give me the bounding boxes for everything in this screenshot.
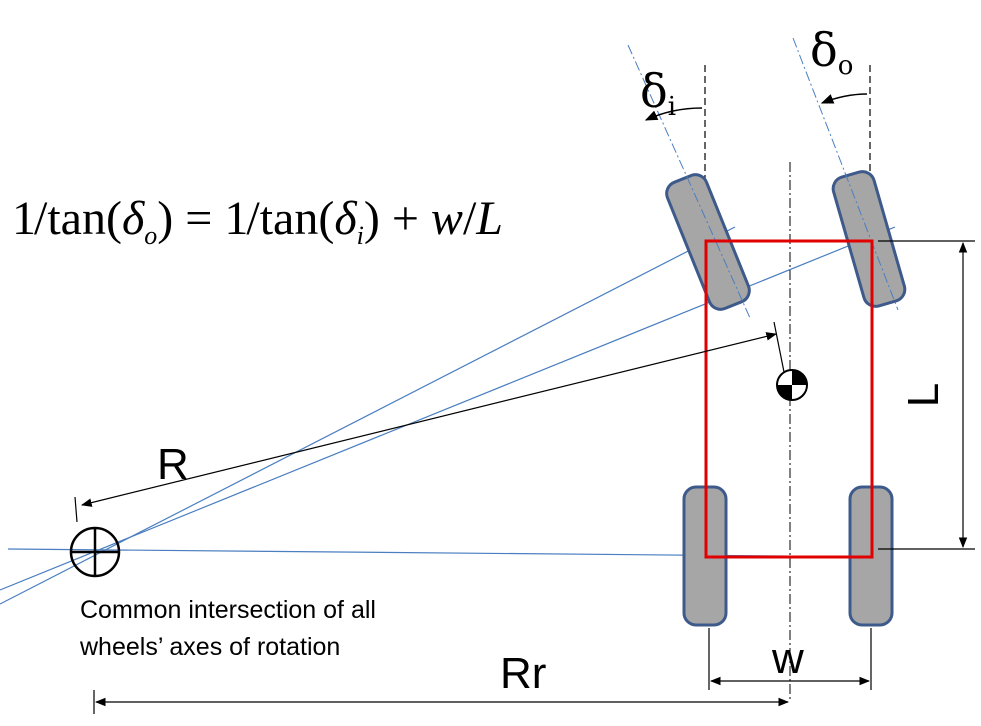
front-right-wheel xyxy=(831,170,907,308)
equation-sub-i: i xyxy=(357,221,364,250)
inner-wheel-direction-line xyxy=(627,44,751,319)
delta-i-angle-arrow xyxy=(644,107,703,121)
svg-text:1/tan(δo) = 1/tan(δi) + w/L: 1/tan(δo) = 1/tan(δi) + w/L xyxy=(12,192,503,250)
caption-line-1: Common intersection of all xyxy=(80,596,376,624)
delta-i-label: δi xyxy=(640,64,676,122)
turn-radius-dimension xyxy=(74,321,785,523)
track-width-label: w xyxy=(771,634,804,683)
equation-delta-right: δ xyxy=(334,192,357,245)
equation-tan-left: tan( xyxy=(47,192,122,245)
outer-wheel-axis-line xyxy=(0,226,896,591)
delta-o-label: δo xyxy=(810,23,853,81)
crosshair-circle-icon xyxy=(69,526,121,578)
equation-plus: ) + xyxy=(364,192,431,245)
ackermann-equation: 1/tan(δo) = 1/tan(δi) + w/L xyxy=(12,192,503,250)
equation-slash-right: / xyxy=(246,192,260,245)
equation-w: w xyxy=(431,192,463,245)
wheelbase-dimension xyxy=(878,240,975,550)
delta-o-angle-arrow xyxy=(820,93,868,104)
delta-o-symbol: δ xyxy=(810,23,838,77)
equation-delta-left: δ xyxy=(122,192,145,245)
equation-slash-left: / xyxy=(34,192,48,245)
equation-sub-o: o xyxy=(144,221,157,250)
rear-radius-dimension xyxy=(93,690,790,714)
delta-i-subscript: i xyxy=(668,92,676,122)
rear-radius-label: Rr xyxy=(500,649,546,698)
equation-equals: ) = xyxy=(157,192,224,245)
wheelbase-label: L xyxy=(899,383,948,407)
delta-o-subscript: o xyxy=(838,51,854,81)
outer-wheel-direction-line xyxy=(792,37,899,311)
steered-wheel-direction-lines xyxy=(627,37,899,319)
caption-line-2: wheels’ axes of rotation xyxy=(79,633,340,661)
turn-radius-label: R xyxy=(157,440,189,489)
vertical-reference-lines xyxy=(704,65,871,248)
inner-wheel-axis-line xyxy=(0,226,736,605)
equation-L: L xyxy=(475,192,503,245)
track-width-dimension xyxy=(708,628,872,690)
equation-one-right: 1 xyxy=(224,192,248,245)
equation-tan-right: tan( xyxy=(260,192,335,245)
equation-slash-w: / xyxy=(463,192,477,245)
equation-one-left: 1 xyxy=(12,192,36,245)
center-of-mass-icon xyxy=(776,369,808,401)
delta-i-symbol: δ xyxy=(640,64,668,118)
